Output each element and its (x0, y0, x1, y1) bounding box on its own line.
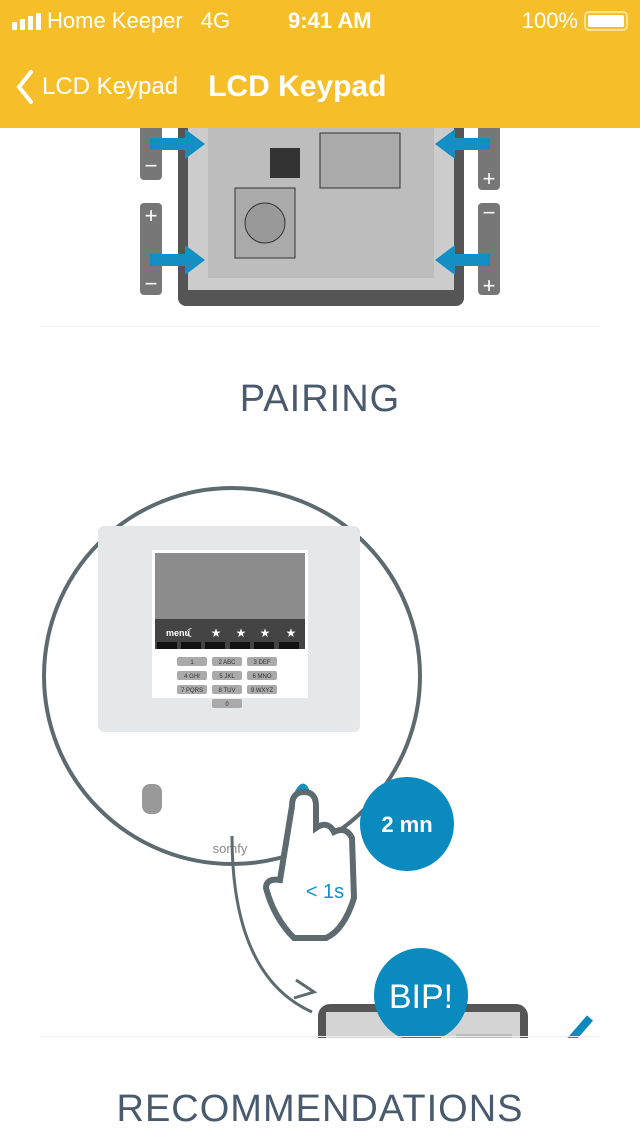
svg-text:★: ★ (260, 626, 271, 640)
back-label: LCD Keypad (42, 73, 179, 100)
keypad-key-label: 6 MNO (252, 674, 271, 680)
section-heading-recommendations: RECOMMENDATIONS (116, 1088, 524, 1130)
svg-text:★: ★ (236, 626, 247, 640)
section-heading-pairing: PAIRING (239, 378, 401, 420)
svg-text:−: − (145, 271, 158, 296)
carrier: Home Keeper (47, 8, 183, 33)
keypad-key-label: 1 (190, 660, 194, 666)
svg-text:+: + (145, 203, 158, 228)
timer-label: 2 mn (381, 812, 432, 837)
signal-icon (12, 12, 41, 30)
keypad-key-label: 5 JKL (219, 674, 235, 680)
menu-key-label: menu (166, 628, 190, 638)
chevron-left-icon (16, 70, 33, 104)
divider (40, 1036, 600, 1037)
keypad-key-label: 9 WXYZ (251, 688, 274, 694)
time: 9:41 AM (288, 8, 372, 33)
keypad-key-label: 8 TUV (219, 688, 236, 694)
keypad-key-label: 4 GHI (184, 674, 200, 680)
keypad-key-label: 3 DEF (253, 660, 270, 666)
svg-text:+: + (483, 273, 496, 298)
svg-text:+: + (483, 166, 496, 191)
svg-text:−: − (483, 200, 496, 225)
page-title: LCD Keypad (208, 70, 387, 103)
network: 4G (200, 8, 231, 33)
svg-text:★: ★ (211, 626, 222, 640)
svg-text:★: ★ (286, 626, 297, 640)
battery-icon (584, 11, 628, 31)
svg-text:☾: ☾ (186, 626, 197, 640)
svg-text:−: − (145, 153, 158, 178)
battery-percent: 100% (521, 8, 578, 33)
press-duration: < 1s (306, 881, 344, 903)
divider (40, 326, 600, 327)
header: Home Keeper 4G 9:41 AM 100% LCD Keypad L… (0, 0, 640, 128)
beep-label: BIP! (389, 978, 453, 1016)
pairing-illustration: menu ☾ ★ ★ ★ ★ somfy < 1s 2 mn BIP! 1 2 ABC 3 … (42, 486, 596, 1038)
brand-logo: somfy (213, 841, 248, 856)
status-bar: Home Keeper 4G 9:41 AM 100% (12, 8, 628, 34)
back-button[interactable]: LCD Keypad (16, 69, 178, 105)
keypad-key-label: 7 PQRS (181, 688, 203, 694)
battery-install-illustration: − + − + − + (140, 128, 500, 306)
keypad-key-label: 2 ABC (218, 660, 236, 666)
keypad-key-label: 0 (225, 702, 229, 708)
